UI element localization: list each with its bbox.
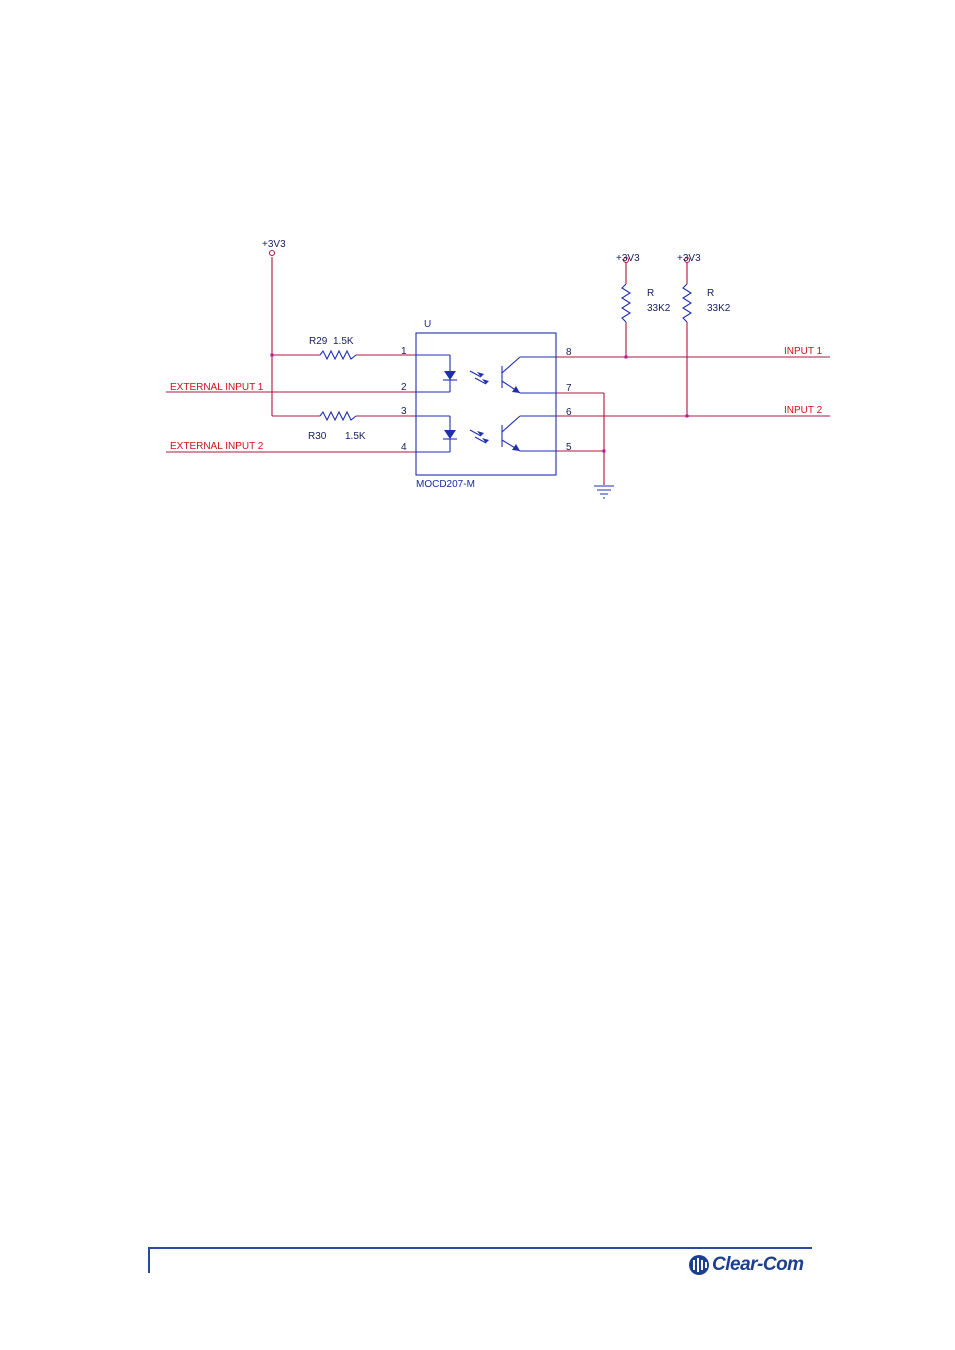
pullup-1-ref: R <box>647 288 654 299</box>
footer-page-marker <box>148 1247 150 1273</box>
pin-6: 6 <box>566 407 572 418</box>
clear-com-logo-text: Clear-Com <box>712 1254 804 1276</box>
pin-8: 8 <box>566 347 572 358</box>
net-external-input-2: EXTERNAL INPUT 2 <box>170 441 264 452</box>
r29-value: 1.5K <box>333 336 354 347</box>
pin-2: 2 <box>401 382 407 393</box>
supply-label-pullup-1: +3V3 <box>616 253 640 264</box>
pullup-2-ref: R <box>707 288 714 299</box>
optocoupler-channel-2 <box>416 416 556 452</box>
wires <box>166 257 830 485</box>
r30-ref: R30 <box>308 431 327 442</box>
r29-ref: R29 <box>309 336 328 347</box>
net-external-input-1: EXTERNAL INPUT 1 <box>170 382 264 393</box>
footer-rule <box>148 1247 812 1249</box>
optocoupler-channel-1 <box>416 355 556 393</box>
junction-dots <box>271 354 689 453</box>
ic-designator: U <box>424 319 431 330</box>
clear-com-logo: Clear-Com <box>688 1252 804 1278</box>
ic-body <box>416 333 556 475</box>
r30-value: 1.5K <box>345 431 366 442</box>
supply-labels: +3V3 +3V3 +3V3 <box>262 239 701 264</box>
resistor-labels: R29 1.5K R30 1.5K R 33K2 R 33K2 <box>308 288 731 442</box>
pullup-1-value: 33K2 <box>647 303 671 314</box>
resistor-pullup-1 <box>622 284 630 322</box>
ic-part-number: MOCD207-M <box>416 479 475 490</box>
supply-label-left: +3V3 <box>262 239 286 250</box>
resistor-r30 <box>320 412 356 420</box>
pin-labels: 1 2 3 4 5 6 7 8 <box>401 346 572 453</box>
net-labels: EXTERNAL INPUT 1 EXTERNAL INPUT 2 INPUT … <box>170 346 823 452</box>
pin-1: 1 <box>401 346 407 357</box>
resistor-pullup-2 <box>683 284 691 322</box>
component-labels: U MOCD207-M <box>416 319 475 490</box>
pin-5: 5 <box>566 442 572 453</box>
ground-icon <box>594 486 614 498</box>
clear-com-logo-icon <box>688 1254 712 1276</box>
net-input-1: INPUT 1 <box>784 346 823 357</box>
net-input-2: INPUT 2 <box>784 405 823 416</box>
supply-label-pullup-2: +3V3 <box>677 253 701 264</box>
resistor-r29 <box>320 351 356 359</box>
pin-7: 7 <box>566 383 572 394</box>
pin-3: 3 <box>401 406 407 417</box>
pin-4: 4 <box>401 442 407 453</box>
pullup-2-value: 33K2 <box>707 303 731 314</box>
